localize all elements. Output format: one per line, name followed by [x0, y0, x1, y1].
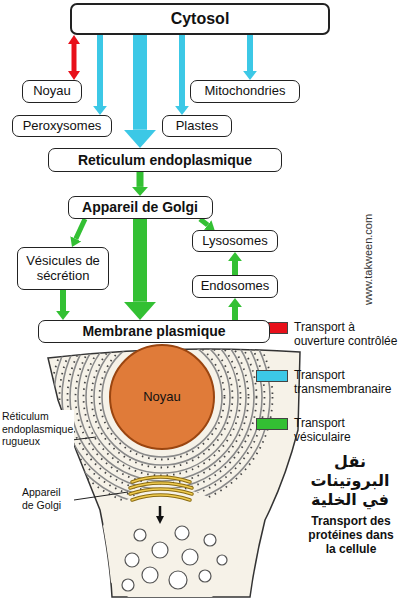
golgi-cisternae-fill: [130, 477, 192, 500]
transport-arrow: [133, 35, 147, 130]
process-box: Mitochondries: [190, 80, 300, 103]
transport-arrow: [232, 261, 238, 275]
caption-text: Transport des protéines dans la cellule: [304, 514, 398, 557]
part-label: Réticulum endoplasmique rugueux: [2, 410, 74, 448]
process-box: Endosomes: [192, 275, 278, 298]
legend-swatch: [256, 418, 288, 430]
ribosomes: [92, 327, 233, 468]
box-label: Lysosomes: [202, 234, 267, 249]
transport-arrow: [60, 290, 66, 311]
box-label: Noyau: [33, 84, 71, 99]
box-label: Cytosol: [171, 10, 230, 28]
transport-arrow: [72, 44, 77, 71]
secretory-vesicles: [122, 526, 227, 591]
transport-arrow: [232, 307, 238, 320]
legend-text: Transport transmembranaire: [294, 368, 398, 397]
legend-text: Transport à ouverture contrôlée: [294, 320, 398, 349]
box-label: Reticulum endoplasmique: [78, 152, 252, 168]
transport-arrow: [133, 219, 147, 302]
process-box: Peroxysomes: [12, 115, 112, 137]
er-membrane: [94, 329, 230, 465]
ribosomes: [100, 335, 225, 460]
box-label: Appareil de Golgi: [82, 199, 198, 215]
process-box: Membrane plasmique: [38, 320, 270, 343]
er-membrane: [78, 313, 246, 481]
process-box: Reticulum endoplasmique: [48, 148, 282, 172]
ribosomes: [76, 311, 249, 484]
box-label: Vésicules de sécrétion: [25, 254, 101, 284]
transport-arrow: [179, 35, 185, 106]
er-membrane: [102, 337, 222, 457]
box-label: Plastes: [176, 119, 219, 134]
legend-text: Transport vésiculaire: [294, 416, 398, 445]
process-box: Cytosol: [70, 3, 330, 35]
process-box: Noyau: [22, 80, 82, 103]
watermark: www.takween.com: [362, 214, 375, 305]
box-label: Mitochondries: [205, 84, 286, 99]
box-label: Membrane plasmique: [82, 323, 225, 339]
caption-text: نقل البروتينات في الخلية: [302, 452, 398, 510]
cytoplasm-patch: [98, 488, 242, 599]
transport-arrow: [247, 35, 253, 71]
process-box: Vésicules de sécrétion: [17, 247, 109, 290]
er-membrane: [86, 321, 238, 473]
transport-arrow: [200, 219, 208, 225]
nucleus: [110, 345, 214, 449]
transport-arrow: [76, 219, 85, 239]
golgi-stack: [130, 477, 192, 500]
part-label: Appareil de Golgi: [22, 486, 72, 511]
box-label: Endosomes: [201, 279, 270, 294]
transport-arrow: [97, 35, 103, 106]
box-label: Peroxysomes: [23, 119, 102, 134]
transport-arrow: [137, 172, 144, 187]
leader-line: [74, 492, 128, 500]
process-box: Lysosomes: [192, 230, 278, 252]
process-box: Appareil de Golgi: [68, 196, 213, 219]
legend-swatch: [256, 370, 288, 382]
secretion-arrow: [159, 506, 162, 516]
part-label: Noyau: [132, 389, 192, 405]
process-box: Plastes: [162, 115, 232, 137]
